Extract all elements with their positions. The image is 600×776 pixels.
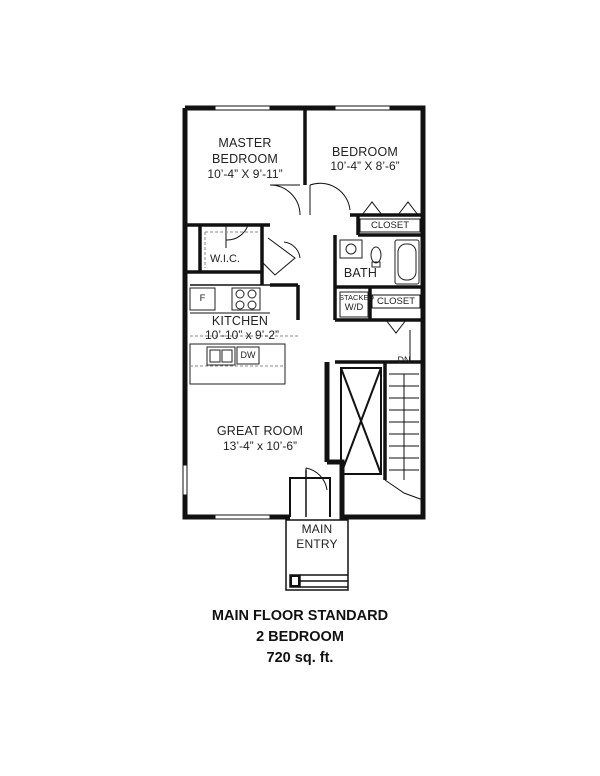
master-bedroom-label-2: BEDROOM [212, 152, 278, 166]
caption-bedrooms: 2 BEDROOM [256, 629, 344, 645]
wic-label: W.I.C. [210, 253, 240, 265]
bath-label: BATH [343, 266, 378, 280]
kitchen-label: KITCHEN [211, 314, 269, 328]
kitchen-dims: 10’-10” x 9’-2” [204, 328, 280, 342]
closet-top-label: CLOSET [370, 220, 409, 231]
stacked-label: STACKED [339, 293, 374, 302]
bath-fixtures [339, 239, 420, 318]
wd-label: W/D [344, 302, 364, 313]
window-frames [182, 105, 391, 520]
great-room-dims: 13’-4” x 10’-6” [222, 439, 298, 453]
caption-title: MAIN FLOOR STANDARD [211, 608, 389, 624]
down-label: DN [397, 355, 411, 365]
dishwasher-label: DW [240, 350, 256, 360]
fridge-label: F [199, 293, 206, 304]
master-bedroom-label-1: MASTER [218, 136, 272, 150]
bedroom-dims: 10’-4” X 8’-6” [330, 159, 400, 173]
master-bedroom-dims: 10’-4” X 9’-11” [207, 167, 283, 181]
kitchen-fixtures [189, 287, 286, 385]
entry-label-1: MAIN [301, 522, 333, 536]
closet-mid-label: CLOSET [376, 296, 415, 307]
entry-label-2: ENTRY [296, 537, 338, 551]
stair-void [340, 367, 382, 475]
entry-door [289, 477, 331, 517]
closet-doors [361, 201, 419, 334]
windows [183, 106, 390, 519]
floor-plan [182, 105, 426, 591]
door-swings [225, 182, 351, 492]
great-room-label: GREAT ROOM [216, 424, 304, 438]
caption-area: 720 sq. ft. [266, 650, 334, 666]
bedroom-label: BEDROOM [332, 145, 398, 159]
stair-treads [384, 373, 424, 501]
